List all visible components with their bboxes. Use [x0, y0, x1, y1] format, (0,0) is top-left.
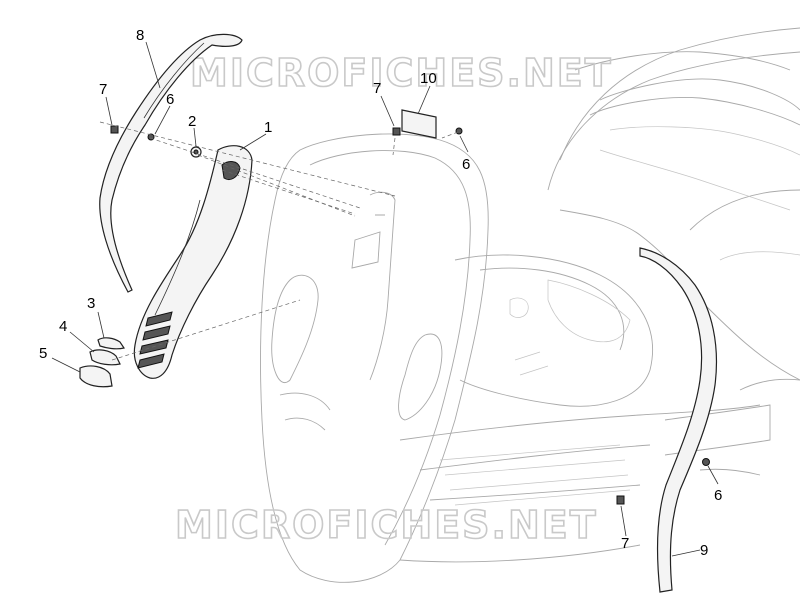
- scooter-body-drawing: [260, 27, 800, 583]
- part-9-side-trim: [639, 247, 718, 593]
- callout-4: 4: [59, 318, 67, 335]
- callout-10: 10: [420, 70, 437, 87]
- callout-9: 9: [700, 542, 708, 559]
- callout-7: 7: [373, 80, 381, 97]
- part-7-clip-left: [110, 125, 119, 134]
- part-6-screw-center: [455, 127, 463, 135]
- part-5-slat: [79, 365, 113, 388]
- part-7-clip-right: [616, 495, 625, 505]
- part-10-badge-plate: [401, 109, 437, 139]
- callout-labels: 8 7 6 2 1 7 10 6 3 4 5 6 7 9: [39, 27, 722, 559]
- part-7-clip-center: [392, 127, 401, 136]
- callout-6: 6: [462, 156, 470, 173]
- watermark-bottom: MICROFICHES.NET: [175, 503, 598, 547]
- part-6-screw-right: [702, 458, 710, 466]
- leader-lines: [51, 41, 719, 557]
- callout-5: 5: [39, 345, 47, 362]
- watermark-top: MICROFICHES.NET: [190, 51, 613, 95]
- part-8-trim-strip: [99, 33, 243, 293]
- callout-2: 2: [188, 113, 196, 130]
- part-3-slat: [97, 337, 125, 350]
- part-1-horn-cover: [133, 145, 253, 379]
- callout-8: 8: [136, 27, 144, 44]
- assembly-lines: [99, 121, 459, 361]
- callout-7: 7: [99, 81, 107, 98]
- callout-1: 1: [264, 119, 272, 136]
- callout-6: 6: [166, 91, 174, 108]
- callout-7: 7: [621, 535, 629, 552]
- callout-3: 3: [87, 295, 95, 312]
- callout-6: 6: [714, 487, 722, 504]
- part-4-slat: [89, 349, 121, 366]
